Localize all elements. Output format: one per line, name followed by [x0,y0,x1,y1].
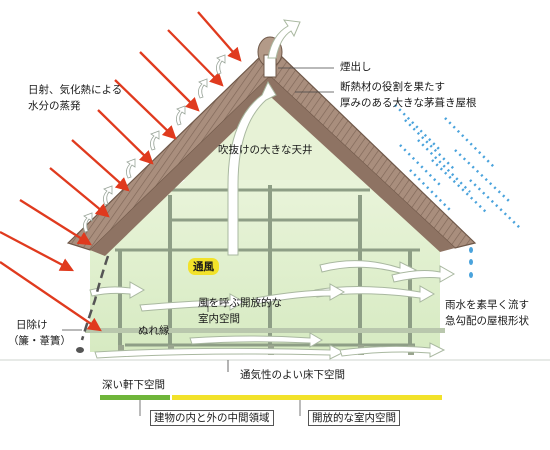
roof-label-line2: 厚みのある大きな茅葺き屋根 [340,97,477,109]
ventilation-tag: 通風 [188,258,219,275]
roof-label-line1: 断熱材の役割を果たす [340,81,445,93]
intermediate-zone-label: 建物の内と外の中間領域 [150,410,274,426]
wind-label-line1: 風を呼ぶ開放的な [198,297,282,309]
rain-lines [394,104,521,229]
sun-label-line1: 日射、気化熱による [28,84,123,96]
chimney-label: 煙出し [340,61,372,73]
ceiling-label: 吹抜けの大きな天井 [218,144,313,156]
evaporation-arrows [83,54,226,233]
sun-ray-arrows [0,11,242,332]
shade-sudare [76,255,110,353]
wind-label-line2: 室内空間 [198,313,240,325]
rain-drops [469,247,473,278]
shade-label-line2: （簾・葦簀） [8,335,71,347]
rain-label-line1: 雨水を素早く流す [445,299,529,311]
open-space-label: 開放的な室内空間 [308,410,400,426]
sun-label-line2: 水分の蒸発 [28,100,81,112]
ground [0,352,550,450]
house-body [85,95,445,355]
airflow-arrows [89,19,456,360]
leader-lines [62,67,334,372]
underfloor-label: 通気性のよい床下空間 [240,369,345,381]
veranda-label: ぬれ縁 [138,325,170,337]
eaves-label: 深い軒下空間 [102,379,165,391]
zone-bars [100,395,442,416]
shade-label-line1: 日除け [16,319,48,331]
rain-label-line2: 急勾配の屋根形状 [445,315,529,327]
